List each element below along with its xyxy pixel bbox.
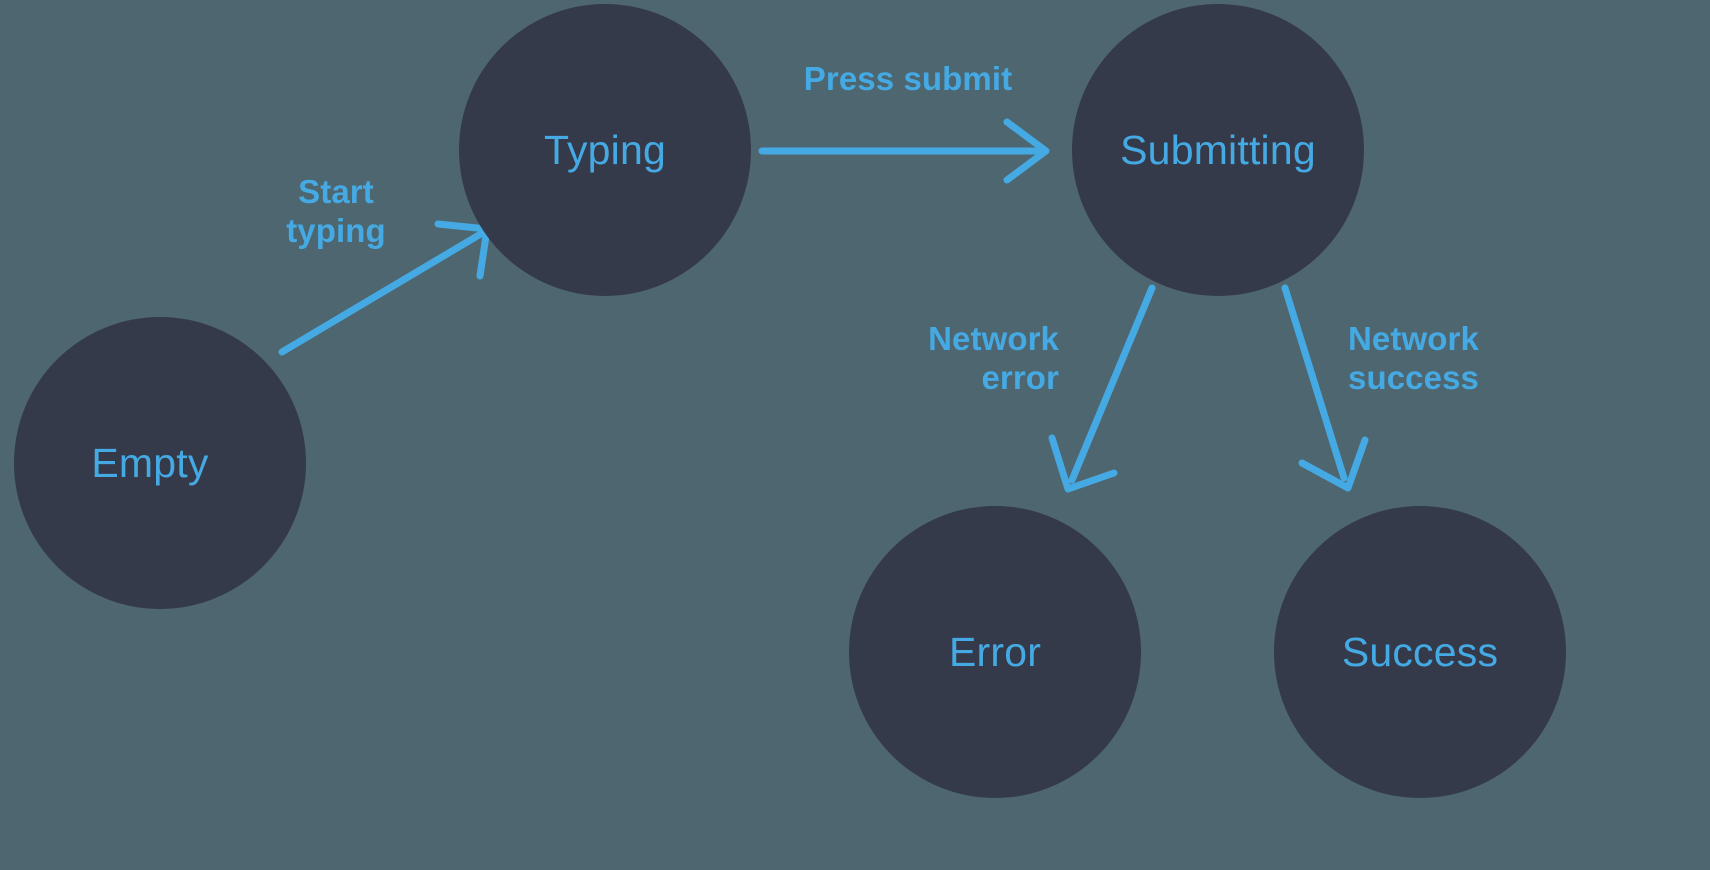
edge-label-start-typing: Start typing [286,173,386,249]
state-node-typing[interactable]: Typing [459,4,751,296]
state-node-label: Success [1341,628,1499,675]
edge-label-network-success: Network success [1348,320,1479,396]
state-node-submitting[interactable]: Submitting [1072,4,1364,296]
state-node-label: Error [948,628,1042,675]
state-node-label: Empty [91,439,209,486]
state-node-success[interactable]: Success [1274,506,1566,798]
state-node-error[interactable]: Error [849,506,1141,798]
edge-typing-to-submitting [758,118,1050,184]
edge-label-press-submit: Press submit [803,60,1013,97]
edge-submitting-to-error [1048,284,1156,493]
edge-submitting-to-success [1281,284,1369,492]
state-node-label: Typing [544,126,666,173]
edge-label-network-error: Network error [928,320,1059,396]
state-node-label: Submitting [1120,126,1316,173]
state-node-empty[interactable]: Empty [14,317,306,609]
